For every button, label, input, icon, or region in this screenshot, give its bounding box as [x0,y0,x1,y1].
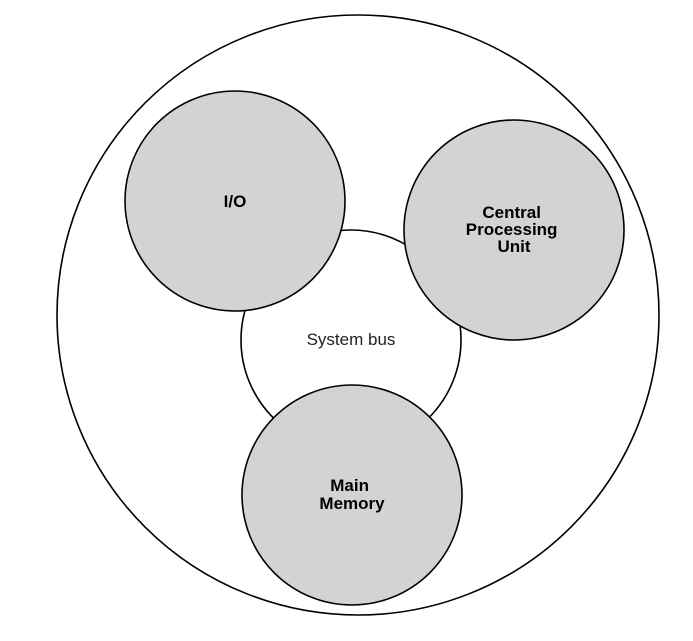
memory-circle [241,384,463,606]
memory-label-line-2: Memory [319,494,385,513]
cpu-label-line-1: Central [482,203,541,222]
cpu-label-line-2: Processing [466,220,558,239]
memory-label: Main Memory [319,476,385,513]
memory-label-line-1: Main [330,476,369,495]
cpu-circle [403,119,625,341]
io-label: I/O [224,192,247,211]
cpu-label: Central Processing Unit [466,203,562,256]
cpu-label-line-3: Unit [497,237,530,256]
io-circle [124,90,346,312]
system-bus-label: System bus [307,330,396,349]
